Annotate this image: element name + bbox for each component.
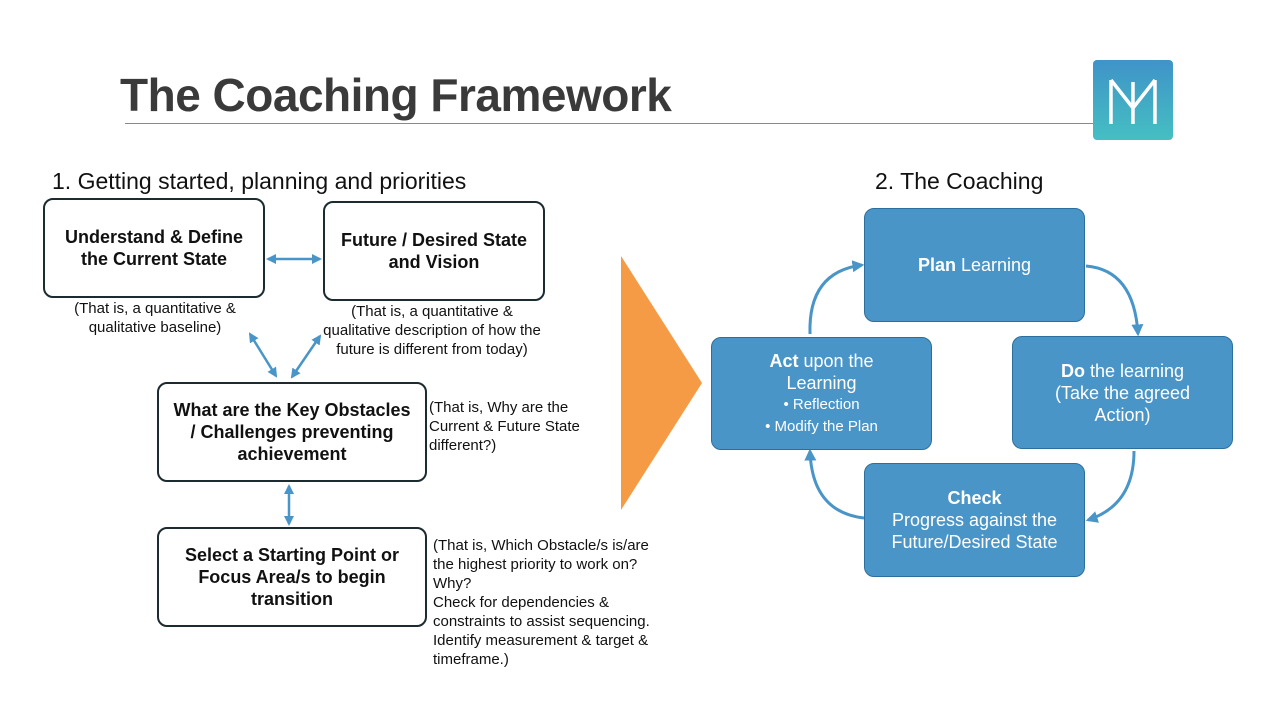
cycle-plan-box: Plan Learning — [864, 208, 1085, 322]
note-line: timeframe.) — [433, 651, 509, 668]
title-underline — [125, 123, 1093, 124]
box-starting-point-label: Select a Starting Point or Focus Area/s … — [184, 545, 400, 609]
do-bold: Do — [1060, 360, 1085, 381]
note-key-obstacles: (That is, Why are the Current & Future S… — [429, 399, 580, 454]
cycle-arrow-plan-do — [1085, 264, 1144, 337]
transition-chevron — [621, 256, 702, 510]
do-line3: Action) — [1094, 404, 1151, 425]
note-line: Check for dependencies & — [433, 594, 609, 611]
cycle-arrow-do-check — [1085, 450, 1136, 523]
plan-bold: Plan — [917, 255, 956, 275]
note-line: Identify measurement & target & — [433, 632, 649, 649]
page-title: The Coaching Framework — [120, 69, 672, 121]
logo-m-icon — [1109, 78, 1157, 124]
note-line: constraints to assist sequencing. — [433, 613, 650, 630]
note-line: the highest priority to work on? — [433, 556, 638, 573]
box-key-obstacles: What are the Key Obstacles / Challenges … — [157, 382, 427, 482]
box-future-state: Future / Desired State and Vision — [323, 201, 545, 301]
section1-heading: 1. Getting started, planning and priorit… — [52, 168, 467, 194]
box-current-state: Understand & Define the Current State — [43, 198, 265, 298]
brand-logo — [1093, 60, 1173, 140]
connector-future-obstacles — [290, 334, 322, 379]
note-line: (That is, Which Obstacle/s is/are — [433, 537, 649, 554]
note-future-state: (That is, a quantitative & qualitative d… — [323, 303, 541, 358]
note-line: Why? — [433, 575, 472, 592]
cycle-arrow-act-plan — [808, 260, 865, 335]
do-line2: (Take the agreed — [1054, 382, 1191, 403]
plan-rest: Learning — [955, 255, 1032, 275]
check-line3: Future/Desired State — [891, 532, 1058, 552]
section2-heading: 2. The Coaching — [875, 168, 1044, 194]
box-future-state-label: Future / Desired State and Vision — [340, 230, 528, 272]
box-starting-point: Select a Starting Point or Focus Area/s … — [157, 527, 427, 627]
check-line2: Progress against the — [891, 510, 1058, 530]
connector-current-obstacles — [248, 332, 278, 378]
note-starting-point: (That is, Which Obstacle/s is/are the hi… — [433, 536, 693, 669]
cycle-check-box: Check Progress against the Future/Desire… — [864, 463, 1085, 577]
act-line2: Learning — [786, 372, 857, 393]
act-bullet-reflection: • Reflection — [783, 395, 860, 413]
note-current-state: (That is, a quantitative & qualitative b… — [74, 300, 236, 336]
cycle-arrow-check-act — [804, 448, 865, 520]
do-rest: the learning — [1084, 360, 1185, 381]
cycle-act-box: Act upon the Learning • Reflection • Mod… — [711, 337, 932, 450]
act-rest: upon the — [798, 350, 874, 371]
box-key-obstacles-label: What are the Key Obstacles / Challenges … — [173, 400, 411, 464]
box-current-state-label: Understand & Define the Current State — [64, 227, 244, 269]
cycle-do-box: Do the learning (Take the agreed Action) — [1012, 336, 1233, 449]
act-bold: Act — [769, 350, 799, 371]
check-bold: Check — [947, 488, 1002, 508]
act-bullet-modify-plan: • Modify the Plan — [765, 417, 878, 435]
